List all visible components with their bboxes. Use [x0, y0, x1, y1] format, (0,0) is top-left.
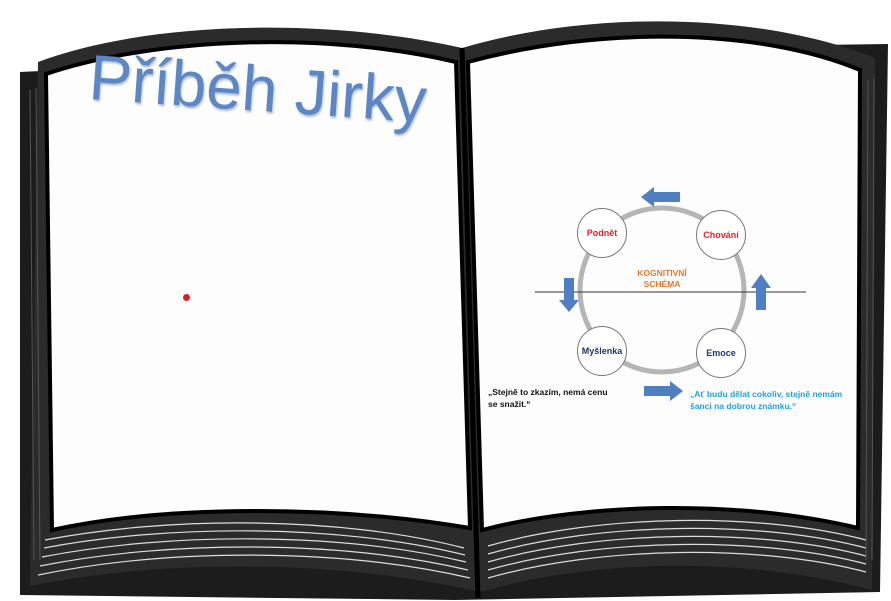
center-label: KOGNITIVNÍ SCHÉMA: [622, 268, 702, 290]
node-chovani-label: Chování: [703, 230, 739, 240]
arrow-up-icon: [751, 274, 771, 310]
center-label-line1: KOGNITIVNÍ: [637, 268, 687, 278]
center-label-line2: SCHÉMA: [643, 279, 681, 289]
cycle-ring: [577, 205, 747, 375]
node-emoce: Emoce: [696, 328, 746, 378]
node-myslenka: Myšlenka: [577, 326, 627, 376]
node-emoce-label: Emoce: [706, 348, 736, 358]
quote-emotion: „Ať budu dělat cokoliv, stejně nemám šan…: [690, 389, 843, 411]
arrow-left-icon: [641, 187, 680, 207]
red-dot-marker: [183, 294, 190, 301]
quote-thought: „Stejně to zkazím, nemá cenu se snažit.“: [488, 387, 608, 409]
node-chovani: Chování: [696, 210, 746, 260]
arrow-right-icon: [644, 381, 683, 401]
node-myslenka-label: Myšlenka: [581, 346, 623, 356]
arrow-down-icon: [559, 278, 579, 312]
node-podnet-label: Podnět: [586, 228, 618, 238]
node-podnet: Podnět: [577, 208, 627, 258]
